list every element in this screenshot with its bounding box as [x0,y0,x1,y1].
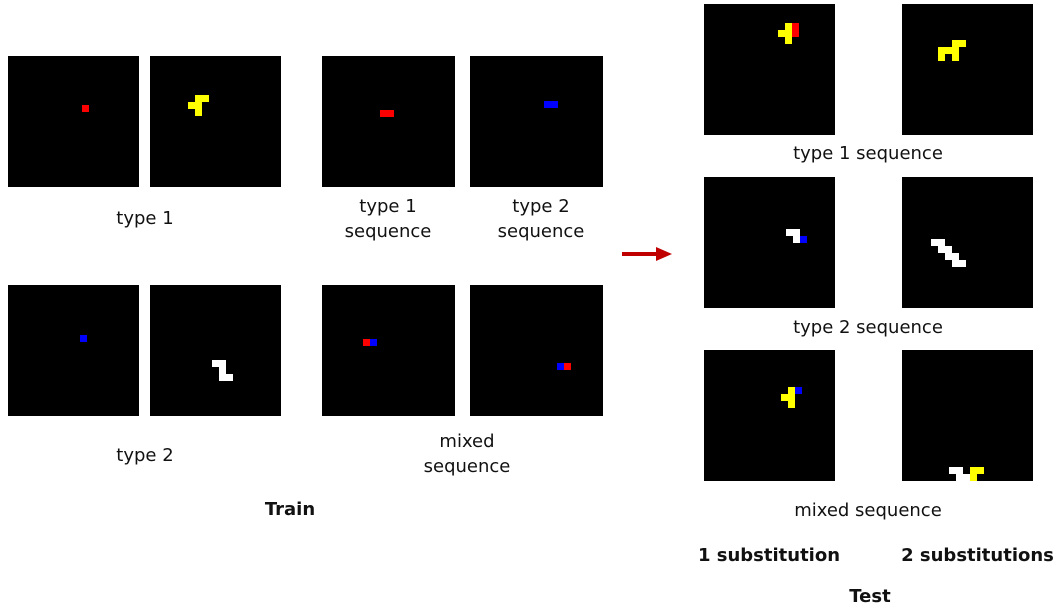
train-mixed-sequence-label: mixed sequence [423,431,511,477]
test-type2-sequence-label: type 2 sequence [793,317,943,338]
test-mixed-sequence-grid-1 [704,350,835,481]
grid-cell-white [963,474,970,481]
grid-cell-white [793,236,800,243]
grid-cell-white [226,374,233,381]
test-type1-sequence-grid-2 [902,4,1033,135]
grid-cell-blue [544,101,551,108]
grid-cell-blue [551,101,558,108]
grid-cell-yellow [970,467,977,474]
grid-cell-yellow [952,40,959,47]
grid-cell-yellow [788,387,795,394]
grid-cell-red [792,30,799,37]
grid-cell-red [82,105,89,112]
test-type2-sequence-grid-1 [704,177,835,308]
train-type1-sequence-label: type 1 sequence [344,196,432,242]
grid-cell-white [956,474,963,481]
grid-cell-white [219,360,226,367]
grid-cell-yellow [785,23,792,30]
grid-cell-yellow [785,30,792,37]
grid-cell-white [219,367,226,374]
grid-cell-white [931,239,938,246]
train-type1-sequence-grid [322,56,455,187]
grid-cell-white [219,374,226,381]
train-type1-label: type 1 [116,208,174,229]
grid-cell-red [363,339,370,346]
train-type2-sequence-grid [470,56,603,187]
grid-cell-blue [370,339,377,346]
test-heading: Test [849,586,891,607]
test-column-label-1-substitution: 1 substitution [697,545,841,566]
grid-cell-yellow [202,95,209,102]
train-type2-input-grid [8,285,139,416]
grid-cell-white [952,260,959,267]
grid-cell-blue [557,363,564,370]
grid-cell-yellow [778,30,785,37]
train-mixed-sequence-grid-2 [470,285,603,416]
grid-cell-yellow [785,37,792,44]
train-heading: Train [264,499,316,520]
test-type2-sequence-grid-2 [902,177,1033,308]
grid-cell-white [212,360,219,367]
train-type2-sequence-label: type 2 sequence [497,196,585,242]
grid-cell-white [959,260,966,267]
grid-cell-red [387,110,394,117]
grid-cell-white [938,246,945,253]
grid-cell-white [952,253,959,260]
grid-cell-yellow [195,109,202,116]
grid-cell-yellow [970,474,977,481]
train-type2-output-grid [150,285,281,416]
grid-cell-white [945,253,952,260]
test-type1-sequence-grid-1 [704,4,835,135]
grid-cell-yellow [195,102,202,109]
train-to-test-arrow-icon [622,247,672,261]
train-type1-output-grid [150,56,281,187]
grid-cell-yellow [952,47,959,54]
grid-cell-yellow [938,47,945,54]
grid-cell-yellow [977,467,984,474]
grid-cell-white [938,239,945,246]
train-type1-input-grid [8,56,139,187]
test-type1-sequence-label: type 1 sequence [793,143,943,164]
grid-cell-yellow [945,47,952,54]
grid-cell-red [564,363,571,370]
grid-cell-white [793,229,800,236]
grid-cell-yellow [959,40,966,47]
grid-cell-red [792,23,799,30]
test-column-label-2-substitutions: 2 substitutions [901,545,1054,566]
grid-cell-yellow [781,394,788,401]
grid-cell-white [945,246,952,253]
grid-cell-blue [800,236,807,243]
grid-cell-white [786,229,793,236]
test-mixed-sequence-label: mixed sequence [794,500,942,521]
grid-cell-yellow [938,54,945,61]
grid-cell-white [956,467,963,474]
grid-cell-yellow [788,394,795,401]
grid-cell-yellow [788,401,795,408]
train-mixed-sequence-grid-1 [322,285,455,416]
test-mixed-sequence-grid-2 [902,350,1033,481]
grid-cell-yellow [188,102,195,109]
train-type2-label: type 2 [116,445,174,466]
grid-cell-blue [80,335,87,342]
grid-cell-yellow [952,54,959,61]
grid-cell-red [380,110,387,117]
grid-cell-blue [795,387,802,394]
grid-cell-white [949,467,956,474]
grid-cell-yellow [195,95,202,102]
